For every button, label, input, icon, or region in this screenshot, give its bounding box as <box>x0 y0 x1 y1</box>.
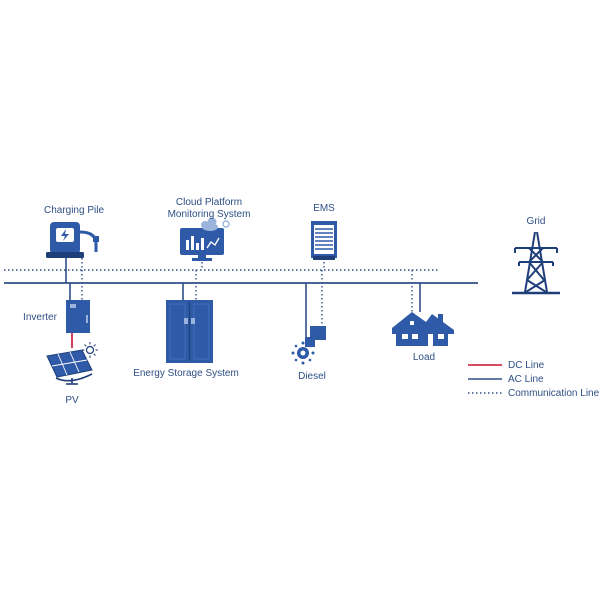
ems-label: EMS <box>313 203 335 214</box>
legend-dc-label: DC Line <box>508 360 545 371</box>
legend-ac-label: AC Line <box>508 374 544 385</box>
diesel-generator-icon <box>291 326 326 365</box>
load-label: Load <box>413 352 435 363</box>
cloud-platform-label: Cloud Platform <box>176 197 242 208</box>
diesel-label: Diesel <box>298 371 326 382</box>
charging-pile-icon <box>46 222 99 258</box>
pv-label: PV <box>65 395 79 406</box>
inverter-icon <box>66 300 90 333</box>
battery-cabinet-icon <box>166 300 213 363</box>
legend-comm-label: Communication Line <box>508 388 600 399</box>
house-icon <box>392 312 454 346</box>
legend: DC Line AC Line Communication Line <box>468 360 600 399</box>
grid-tower-icon <box>512 231 560 295</box>
ems-cabinet-icon <box>311 221 337 260</box>
cloud-monitor-icon <box>180 217 230 261</box>
inverter-label: Inverter <box>23 312 58 323</box>
grid-label: Grid <box>527 216 546 227</box>
energy-storage-label: Energy Storage System <box>133 368 239 379</box>
monitoring-system-label: Monitoring System <box>168 209 251 220</box>
charging-pile-label: Charging Pile <box>44 205 104 216</box>
solar-panel-icon <box>46 342 98 385</box>
